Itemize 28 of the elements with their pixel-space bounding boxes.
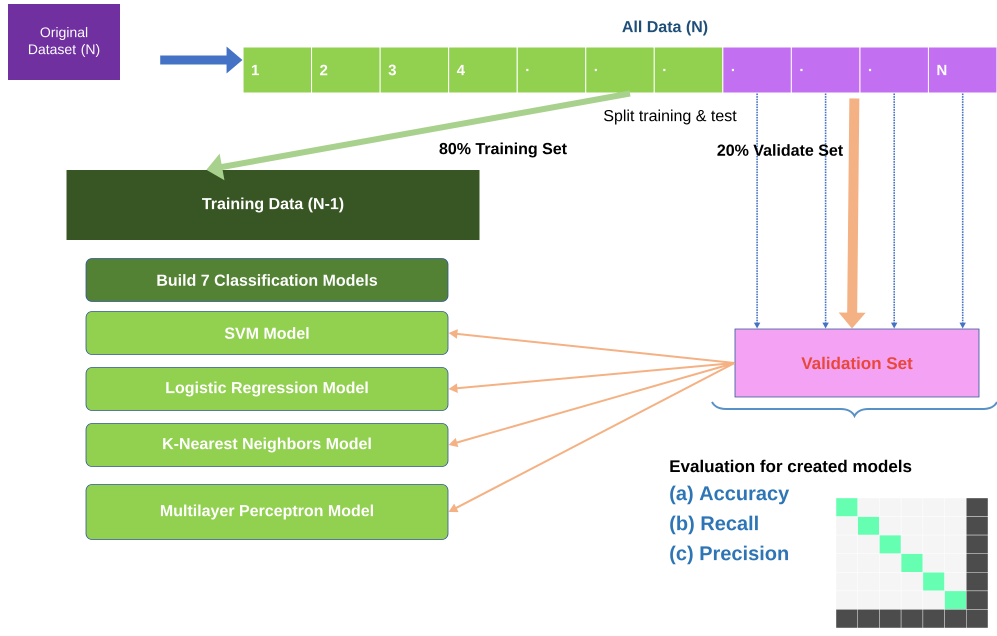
dataset-box: Original Dataset (N) [8, 4, 120, 80]
data-cell: . [585, 46, 655, 94]
confusion-matrix-drawing [836, 498, 988, 628]
annotation-text: 20% Validate Set [717, 144, 843, 156]
metric-text: (a) Accuracy [670, 486, 790, 504]
heading: All Data (N) [622, 20, 708, 36]
data-cell: . [722, 46, 792, 94]
validation-box: Validation Set [734, 328, 980, 398]
metric-text: (c) Precision [670, 546, 788, 564]
model-box: SVM Model [86, 311, 448, 355]
data-cell: . [859, 46, 929, 94]
data-cell: . [790, 46, 860, 94]
model-box: Multilayer Perceptron Model [86, 484, 448, 540]
data-cell: 1 [242, 46, 312, 94]
model-box: Build 7 Classification Models [86, 258, 448, 302]
metric-text: (b) Recall [670, 516, 758, 534]
data-cell: 3 [380, 46, 450, 94]
annotation-text: 80% Training Set [439, 142, 567, 158]
data-cell: N [928, 46, 997, 94]
evaluation-heading: Evaluation for created models [670, 460, 912, 472]
data-cell: . [654, 46, 724, 94]
data-cell: 4 [448, 46, 518, 94]
model-box: Logistic Regression Model [86, 367, 448, 411]
annotation-text: Split training & test [604, 110, 737, 124]
model-box: K-Nearest Neighbors Model [86, 423, 448, 467]
training-data-box: Training Data (N-1) [66, 170, 480, 240]
data-cell: . [516, 46, 586, 94]
data-cell: 2 [311, 46, 381, 94]
